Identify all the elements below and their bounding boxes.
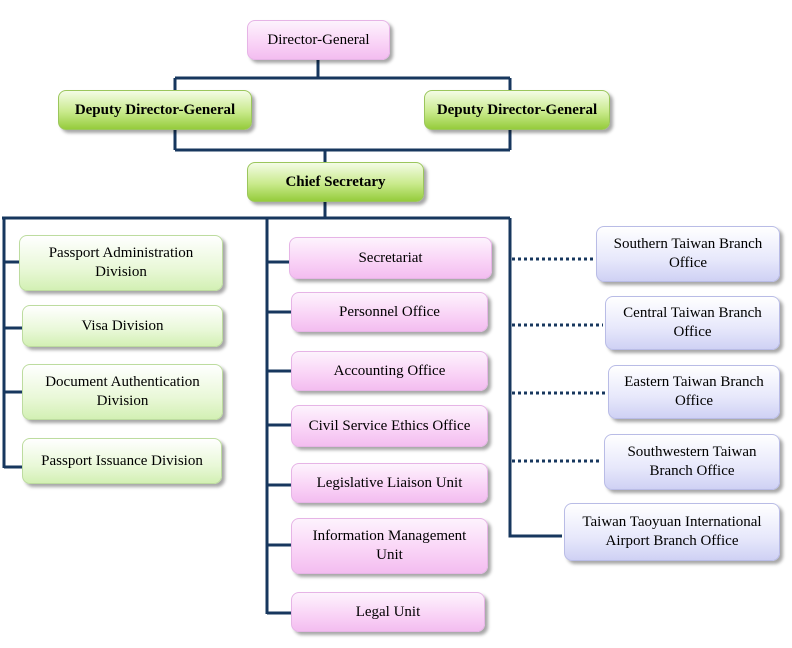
unit-box: Legal Unit [291,592,485,632]
division-box: Passport Administration Division [19,235,223,291]
unit-box: Legislative Liaison Unit [291,463,488,503]
branch-office-box: Taiwan Taoyuan International Airport Bra… [564,503,780,561]
line-director-deputies [173,58,512,92]
branch-office-label: Southern Taiwan Branch Office [613,236,763,271]
line-divisions [2,218,22,469]
line-airport-branch [508,218,562,538]
director-general-label: Director-General [267,31,370,48]
division-label: Passport Administration Division [48,245,194,280]
division-label: Visa Division [81,317,164,334]
branch-office-label: Taiwan Taoyuan International Airport Bra… [582,514,762,549]
branch-office-box: Southwestern Taiwan Branch Office [604,434,780,490]
director-general-box: Director-General [247,20,390,60]
chief-secretary-label: Chief Secretary [285,173,386,190]
unit-label: Secretariat [358,249,423,266]
branch-office-box: Southern Taiwan Branch Office [596,226,780,282]
deputy-director-left-label: Deputy Director-General [74,101,236,118]
unit-label: Information Management Unit [312,528,467,563]
branch-office-label: Southwestern Taiwan Branch Office [627,444,757,479]
unit-label: Civil Service Ethics Office [308,417,471,434]
deputy-director-right-label: Deputy Director-General [436,101,598,118]
unit-label: Personnel Office [339,303,440,320]
unit-box: Information Management Unit [291,518,488,574]
line-deputies-chief [173,130,512,162]
division-box: Passport Issuance Division [22,438,222,484]
unit-box: Civil Service Ethics Office [291,405,488,447]
division-label: Document Authentication Division [45,374,200,409]
dotted-branch-lines [512,257,606,463]
branch-office-label: Central Taiwan Branch Office [623,305,762,340]
deputy-director-right-box: Deputy Director-General [424,90,610,130]
unit-box: Accounting Office [291,351,488,391]
chief-secretary-box: Chief Secretary [247,162,424,202]
branch-office-box: Central Taiwan Branch Office [605,296,780,350]
unit-label: Accounting Office [333,362,446,379]
unit-box: Personnel Office [291,292,488,332]
division-box: Visa Division [22,305,223,347]
branch-office-label: Eastern Taiwan Branch Office [624,374,764,409]
unit-box: Secretariat [289,237,492,279]
line-chief-bus [2,202,510,220]
unit-label: Legal Unit [355,603,421,620]
unit-label: Legislative Liaison Unit [316,474,463,491]
branch-office-box: Eastern Taiwan Branch Office [608,365,780,419]
deputy-director-left-box: Deputy Director-General [58,90,252,130]
division-label: Passport Issuance Division [41,452,203,469]
division-box: Document Authentication Division [22,364,223,420]
line-units [265,218,291,615]
